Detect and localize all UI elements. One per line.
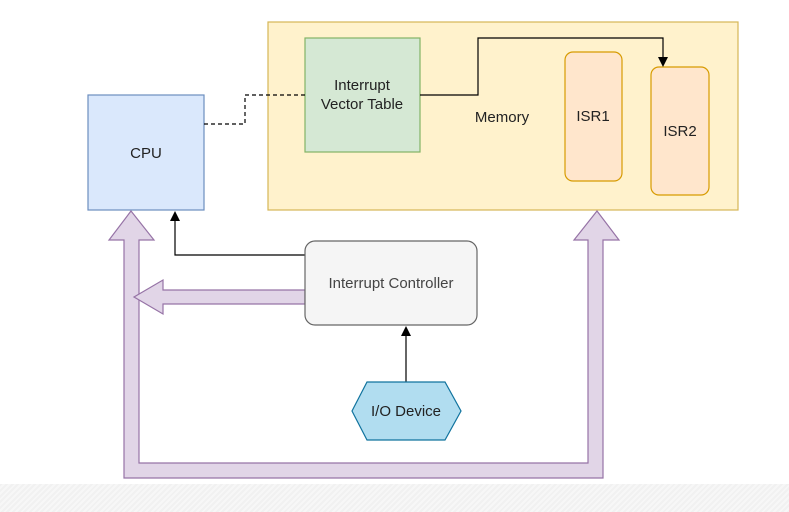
interrupt-controller-label: Interrupt Controller (328, 275, 453, 292)
ivt-to-isr2-arrow (420, 37, 668, 96)
ivt-label-line1: Interrupt (334, 77, 391, 94)
system-bus (107, 210, 621, 479)
io-device-hexagon[interactable] (351, 381, 462, 441)
canvas-bottom-strip (0, 484, 789, 512)
interrupt-controller-box[interactable] (304, 240, 478, 326)
controller-bus-arrow (132, 278, 306, 316)
ivt-label-line2: Vector Table (321, 96, 403, 113)
cpu-ivt-dashed-link (204, 94, 305, 125)
cpu-label: CPU (130, 145, 162, 162)
isr2-label: ISR2 (663, 123, 696, 140)
io-device-label: I/O Device (371, 403, 441, 420)
isr1-label: ISR1 (576, 108, 609, 125)
cpu-box[interactable] (87, 94, 205, 211)
isr1-box[interactable] (564, 51, 623, 182)
memory-label: Memory (475, 109, 530, 126)
ivt-box[interactable] (304, 37, 421, 153)
isr2-box[interactable] (650, 66, 710, 196)
controller-to-cpu-arrow (170, 211, 305, 256)
